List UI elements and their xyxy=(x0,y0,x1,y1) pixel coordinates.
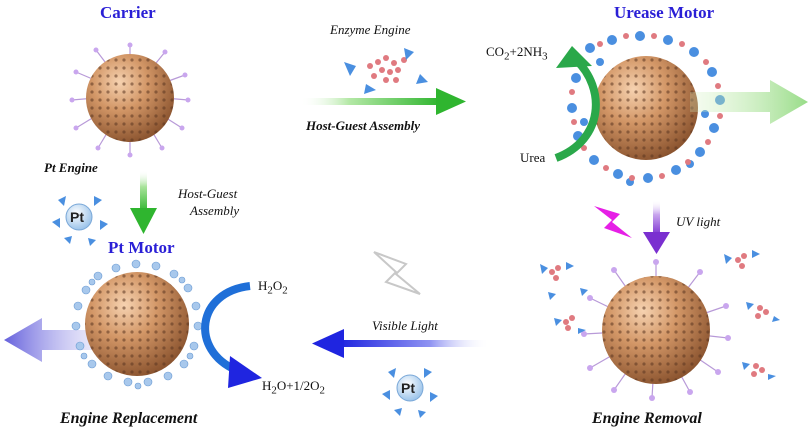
pt-motor-title: Pt Motor xyxy=(108,238,175,257)
co2-nh3-label: CO2+2NH3 xyxy=(486,44,548,63)
h2o-o2-label: H2O+1/2O2 xyxy=(262,378,325,397)
uv-bolt-icon xyxy=(594,206,632,238)
engine-removal-label: Engine Removal xyxy=(592,410,702,427)
visible-light-label: Visible Light xyxy=(372,318,438,333)
visible-light-bolt-icon xyxy=(373,251,421,295)
engine-replacement-label: Engine Replacement xyxy=(60,410,198,427)
host-guest-left-line1: Host-Guest xyxy=(178,186,238,201)
pt-motor-catalyst-shell xyxy=(71,259,203,390)
urea-conversion-arrow xyxy=(554,46,600,162)
enzyme-engine-label: Enzyme Engine xyxy=(330,22,411,37)
uv-light-arrow xyxy=(643,200,670,254)
released-enzymes xyxy=(540,250,780,380)
h2o2-label: H2O2 xyxy=(258,278,288,297)
host-guest-left-line2: Assembly xyxy=(190,203,240,218)
visible-light-arrow xyxy=(312,329,490,358)
host-guest-assembly-top-label: Host-Guest Assembly xyxy=(306,118,420,133)
urea-label: Urea xyxy=(520,150,546,165)
pt-motion-trail xyxy=(4,318,110,362)
removal-ligand-tips xyxy=(581,259,731,401)
pt-motor-sphere-pores xyxy=(85,272,189,376)
removal-sphere-pores xyxy=(602,276,710,384)
carrier-title: Carrier xyxy=(100,3,156,22)
pt-engine-graphic xyxy=(52,196,108,246)
host-guest-arrow-top xyxy=(300,88,466,115)
carrier-sphere-pores xyxy=(86,54,174,142)
host-guest-arrow-left xyxy=(130,170,157,234)
urease-motor-title: Urease Motor xyxy=(614,3,715,22)
pt-engine-symbol: Pt xyxy=(70,209,84,225)
urease-motor-sphere-pores xyxy=(594,56,698,160)
urease-motion-trail xyxy=(690,80,808,124)
carrier-ligand-tips xyxy=(69,42,191,158)
pt-engine-released-symbol: Pt xyxy=(401,380,415,396)
uv-light-label: UV light xyxy=(676,214,721,229)
pt-engine-released-graphic xyxy=(382,368,438,418)
enzyme-engine-graphic xyxy=(344,48,428,94)
h2o2-decomposition-arrow xyxy=(201,282,262,388)
pt-engine-label: Pt Engine xyxy=(44,160,98,175)
